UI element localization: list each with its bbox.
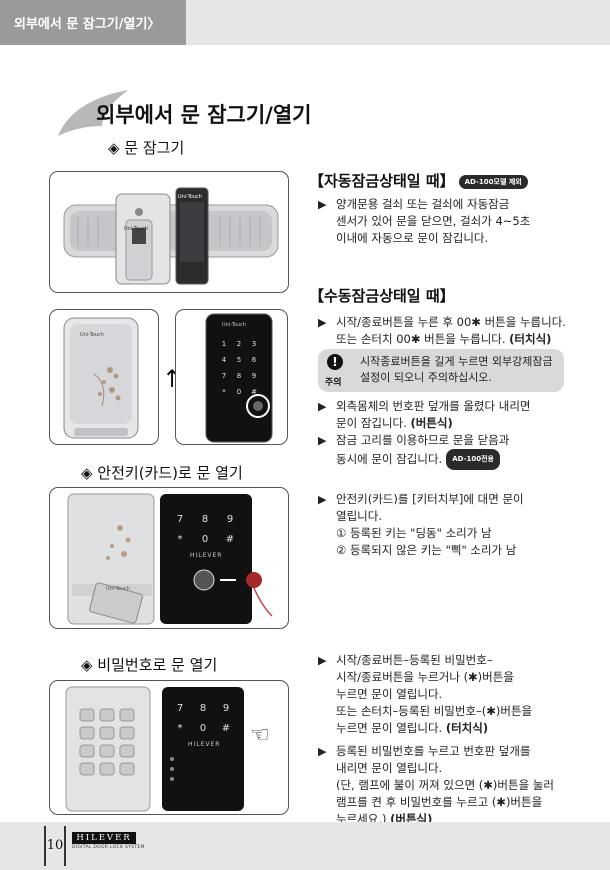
arrow-bullet-icon: ▶ <box>318 654 327 667</box>
svg-text:0: 0 <box>237 388 241 396</box>
keypad-brand-label: Uni-Touch <box>222 322 246 328</box>
card-open-list: ▶ 안전키(카드)를 [키터치부]에 대면 문이 열립니다. ① 등록된 키는 … <box>318 491 598 559</box>
svg-text:3: 3 <box>252 340 256 348</box>
svg-text:0: 0 <box>200 723 206 734</box>
svg-text:8: 8 <box>202 514 208 525</box>
svg-text:#: # <box>222 723 230 734</box>
photo-double-door-lock: Uni-Touch Uni-Touch <box>49 171 289 293</box>
page-number: 10 <box>44 826 66 866</box>
svg-text:7: 7 <box>222 372 226 380</box>
svg-text:7: 7 <box>177 703 183 714</box>
arrow-bullet-icon: ▶ <box>318 198 327 211</box>
svg-text:8: 8 <box>200 703 206 714</box>
list-item: ▶ 외측몸체의 번호판 덮개를 올렸다 내리면 문이 잠깁니다. (버튼식) <box>318 399 531 430</box>
warning-icon: ! <box>327 354 343 370</box>
footer-brand-subtitle: DIGITAL DOOR LOCK SYSTEM <box>72 845 145 850</box>
svg-text:*: * <box>178 723 183 734</box>
section-tab: 외부에서 문 잠그기/열기〉 <box>0 0 186 45</box>
svg-text:#: # <box>226 534 234 545</box>
keypad-brand-label-3: HILEVER <box>188 741 221 748</box>
arrow-bullet-icon: ▶ <box>318 745 327 758</box>
list-item: ▶ 시작/종료버튼을 누른 후 00✱ 버튼을 누릅니다. 또는 손터치 00✱… <box>318 315 566 346</box>
lock-brand-label-2: Uni-Touch <box>178 194 202 200</box>
svg-text:9: 9 <box>223 703 229 714</box>
lock-brand-label-3: Uni-Touch <box>80 332 104 338</box>
password-open-list: ▶ 시작/종료버튼–등록된 비밀번호– 시작/종료버튼을 누르거나 (✱)버튼을… <box>318 652 603 828</box>
section-title-card: ◈ 안전키(카드)로 문 열기 <box>81 464 243 482</box>
page-footer-bar <box>0 822 610 870</box>
arrow-bullet-icon: ▶ <box>318 493 327 506</box>
list-item: ▶ 시작/종료버튼–등록된 비밀번호– 시작/종료버튼을 누르거나 (✱)버튼을… <box>318 653 533 735</box>
manual-lock-heading: 【수동잠금상태일 때】 <box>309 287 455 305</box>
card-label: Uni-Touch <box>106 586 130 592</box>
section-title-lock: ◈ 문 잠그기 <box>108 139 185 157</box>
svg-text:#: # <box>251 388 257 396</box>
footer-brand-logo: HILEVER <box>72 832 136 844</box>
svg-text:9: 9 <box>227 514 233 525</box>
photo-keypad-open: 1 2 3 4 5 6 7 8 9 * 0 # Uni-Touch <box>175 309 288 445</box>
model-badge-ad100: AD-100전용 <box>446 449 500 470</box>
svg-text:6: 6 <box>252 356 257 364</box>
svg-text:9: 9 <box>252 372 256 380</box>
list-item: ▶ 등록된 비밀번호를 누르고 번호판 덮개를 내리면 문이 열립니다. (단,… <box>318 744 554 826</box>
svg-text:*: * <box>222 388 226 396</box>
manual-lock-list-1: ▶ 시작/종료버튼을 누른 후 00✱ 버튼을 누릅니다. 또는 손터치 00✱… <box>318 314 598 348</box>
svg-text:*: * <box>178 534 183 545</box>
list-item: ▶ 잠금 고리를 이용하므로 문을 닫음과 동시에 문이 잠깁니다.AD-100… <box>318 432 598 470</box>
title-swoosh-decoration <box>58 90 128 136</box>
page-title: 외부에서 문 잠그기/열기 <box>96 103 312 127</box>
manual-lock-list-2: ▶ 외측몸체의 번호판 덮개를 올렸다 내리면 문이 잠깁니다. (버튼식) ▶… <box>318 398 598 470</box>
keypad-brand-label-2: HILEVER <box>190 552 223 559</box>
list-item: ▶ 양개문용 걸쇠 또는 걸쇠에 자동잠금 센서가 있어 문을 닫으면, 걸쇠가… <box>318 197 531 245</box>
arrow-bullet-icon: ▶ <box>318 434 327 447</box>
caution-text: 시작종료버튼을 길게 누르면 외부강제잠금 설정이 되오니 주의하십시오. <box>360 355 553 384</box>
auto-lock-heading: 【자동잠금상태일 때】AD-100모델 제외 <box>309 170 528 191</box>
list-item: ▶ 안전키(카드)를 [키터치부]에 대면 문이 열립니다. ① 등록된 키는 … <box>318 492 524 557</box>
svg-text:1: 1 <box>222 340 226 348</box>
svg-text:7: 7 <box>177 514 183 525</box>
arrow-bullet-icon: ▶ <box>318 316 327 329</box>
section-title-password: ◈ 비밀번호로 문 열기 <box>81 656 218 674</box>
svg-text:0: 0 <box>202 534 208 545</box>
svg-text:2: 2 <box>237 340 241 348</box>
svg-text:8: 8 <box>237 372 241 380</box>
caution-label: 주의 <box>325 378 342 388</box>
svg-text:5: 5 <box>237 356 241 364</box>
photo-password-keypad: 7 8 9 * 0 # HILEVER ☜ <box>49 680 289 815</box>
pointing-hand-icon: ☜ <box>250 723 270 748</box>
arrow-bullet-icon: ▶ <box>318 400 327 413</box>
svg-text:4: 4 <box>222 356 227 364</box>
photo-card-touch: 7 8 9 * 0 # HILEVER Uni-Touch <box>49 487 289 629</box>
model-badge: AD-100모델 제외 <box>458 174 528 189</box>
auto-lock-list: ▶ 양개문용 걸쇠 또는 걸쇠에 자동잠금 센서가 있어 문을 닫으면, 걸쇠가… <box>318 196 598 247</box>
caution-notice: ! 주의 시작종료버튼을 길게 누르면 외부강제잠금 설정이 되오니 주의하십시… <box>318 349 564 392</box>
lock-brand-label: Uni-Touch <box>124 226 148 232</box>
photo-lock-cover-closed: Uni-Touch <box>49 309 159 445</box>
